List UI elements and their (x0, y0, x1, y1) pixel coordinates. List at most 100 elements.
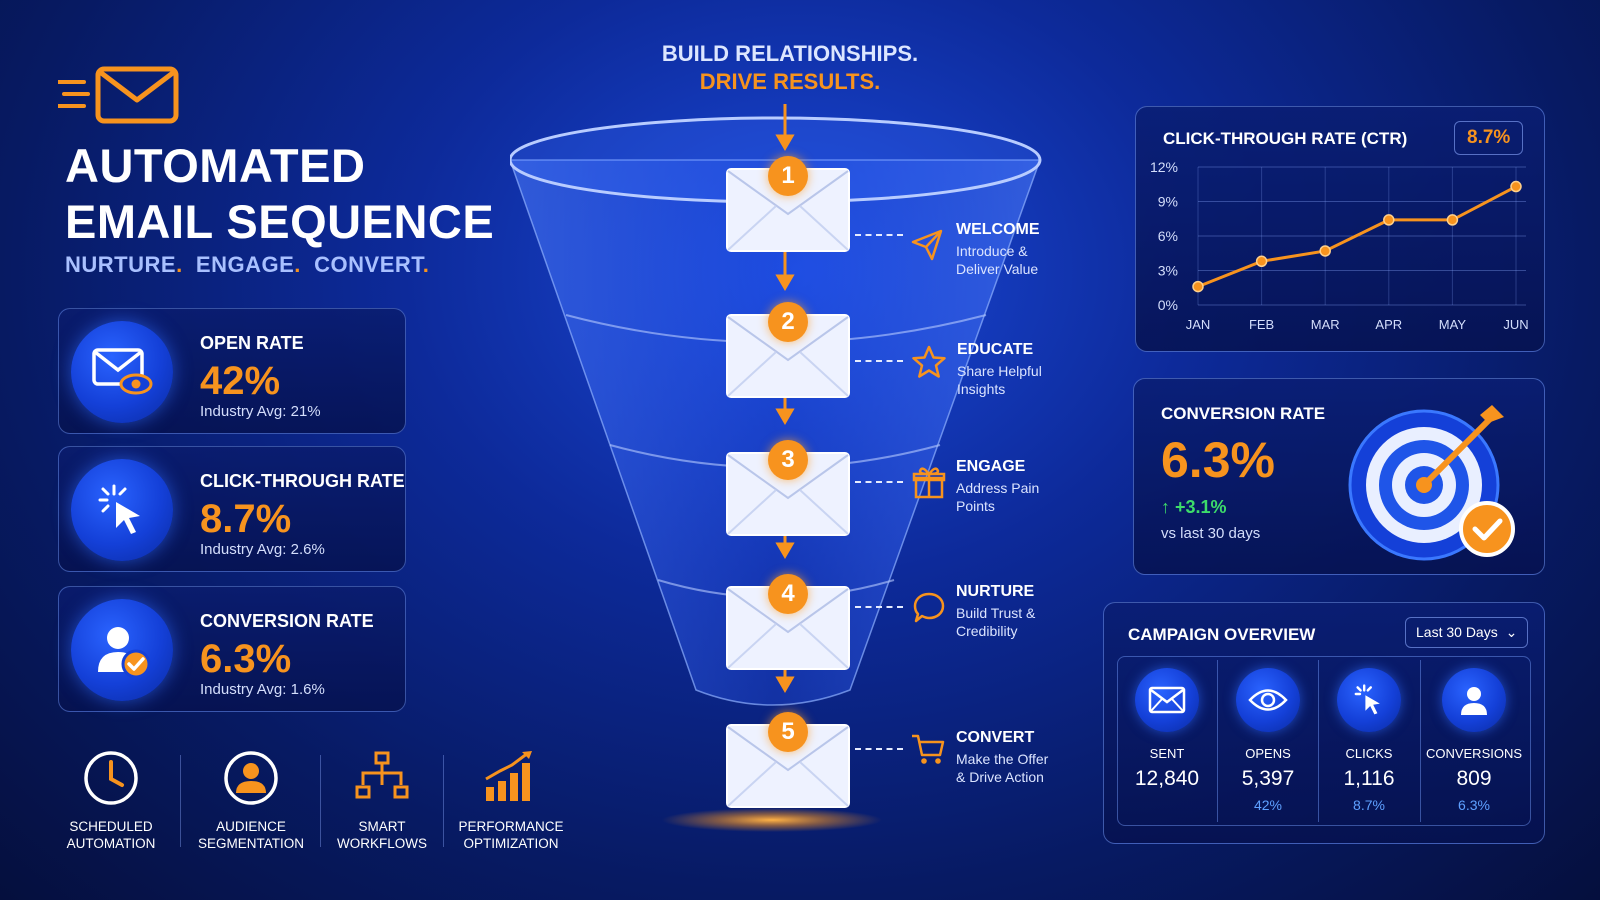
step-desc: Address Pain (956, 480, 1040, 496)
y-tick-label: 12% (1150, 159, 1178, 175)
cursor-click-icon (71, 459, 173, 561)
x-tick-label: MAY (1439, 317, 1467, 332)
user-icon (221, 748, 281, 808)
step-title: EDUCATE (957, 341, 1034, 358)
conversion-rate-panel: CONVERSION RATE 6.3% ↑ +3.1% vs last 30 … (1133, 378, 1545, 575)
metric-sub: Industry Avg: 2.6% (200, 541, 325, 558)
feature-label: OPTIMIZATION (463, 836, 559, 851)
step-desc: & Drive Action (956, 769, 1044, 785)
dropdown-value: Last 30 Days (1416, 624, 1498, 640)
stat-percent: 8.7% (1353, 797, 1385, 813)
y-tick-label: 6% (1158, 228, 1178, 244)
feature-label: AUTOMATION (66, 836, 156, 851)
headline-line-2: DRIVE RESULTS. (699, 69, 881, 94)
y-tick-label: 0% (1158, 297, 1178, 313)
feature-label: PERFORMANCE (458, 819, 564, 834)
feature-label: AUDIENCE (216, 819, 286, 834)
step-label-welcome: WELCOME Introduce & Deliver Value (956, 221, 1096, 278)
user-icon (1442, 668, 1506, 732)
step-desc: Introduce & (956, 243, 1028, 259)
date-range-dropdown[interactable]: Last 30 Days ⌄ (1405, 617, 1529, 648)
stat-label: OPENS (1245, 746, 1291, 761)
conversion-value: 6.3% (1161, 432, 1275, 488)
stat-clicks: CLICKS 1,116 8.7% (1319, 668, 1419, 813)
step-title: CONVERT (956, 729, 1035, 746)
envelope-icon (726, 314, 850, 398)
funnel-step-3: 3 (726, 440, 850, 536)
step-desc: Points (956, 498, 995, 514)
connector-dash (855, 748, 903, 750)
step-number-badge: 3 (768, 440, 808, 480)
stat-percent: 42% (1253, 797, 1283, 813)
step-desc: Credibility (956, 623, 1018, 639)
funnel-step-2: 2 (726, 302, 850, 398)
step-number-badge: 4 (768, 574, 808, 614)
metric-value: 8.7% (200, 497, 292, 541)
metric-sub: Industry Avg: 21% (200, 403, 321, 420)
data-point (1192, 280, 1204, 293)
stat-label: CONVERSIONS (1425, 746, 1523, 761)
step-title: NURTURE (956, 583, 1035, 600)
x-tick-label: JUN (1503, 317, 1528, 332)
stat-percent: 6.3% (1458, 797, 1490, 813)
metric-card-ctr: CLICK-THROUGH RATE 8.7% Industry Avg: 2.… (58, 446, 406, 572)
funnel-step-1: 1 (726, 156, 850, 252)
stat-value: 12,840 (1134, 767, 1200, 790)
step-label-nurture: NURTURE Build Trust & Credibility (956, 583, 1096, 640)
y-tick-label: 3% (1158, 263, 1178, 279)
feature-audience-segmentation: AUDIENCE SEGMENTATION (191, 748, 311, 852)
tagline-word: ENGAGE (195, 252, 295, 277)
user-check-icon (71, 599, 173, 701)
funnel-headline: BUILD RELATIONSHIPS. DRIVE RESULTS. (600, 40, 980, 96)
stat-value: 1,116 (1343, 767, 1395, 790)
divider (1318, 660, 1319, 822)
step-title: ENGAGE (956, 458, 1026, 475)
stat-value: 5,397 (1241, 767, 1295, 790)
conversion-title: CONVERSION RATE (1161, 404, 1326, 423)
divider (180, 755, 181, 847)
envelope-icon (726, 168, 850, 252)
x-tick-label: MAR (1311, 317, 1340, 332)
funnel-step-4: 4 (726, 574, 850, 670)
step-title: WELCOME (956, 221, 1040, 238)
metric-label: CLICK-THROUGH RATE (200, 471, 405, 491)
envelope-eye-icon (71, 321, 173, 423)
funnel-graphic (510, 116, 1042, 832)
envelope-icon (1135, 668, 1199, 732)
stat-label: SENT (1149, 746, 1185, 761)
stat-sent: SENT 12,840 (1117, 668, 1217, 797)
star-icon (912, 345, 946, 378)
tagline-word: NURTURE (65, 252, 177, 277)
step-number-badge: 1 (768, 156, 808, 196)
metric-card-conversion: CONVERSION RATE 6.3% Industry Avg: 1.6% (58, 586, 406, 712)
funnel-step-5: 5 (726, 712, 850, 808)
stats-container (1117, 656, 1531, 826)
x-tick-label: FEB (1249, 317, 1274, 332)
metric-label: OPEN RATE (200, 333, 304, 353)
chat-bubble-icon (913, 592, 945, 623)
y-tick-label: 9% (1158, 194, 1178, 210)
step-number-badge: 5 (768, 712, 808, 752)
workflow-icon (352, 748, 412, 808)
step-desc: Make the Offer (956, 751, 1049, 767)
gift-icon (912, 467, 946, 499)
clock-icon (81, 748, 141, 808)
paper-plane-icon (911, 229, 943, 261)
conversion-period: vs last 30 days (1161, 525, 1261, 542)
feature-label: SCHEDULED (69, 819, 153, 834)
data-point (1510, 180, 1522, 193)
divider (1420, 660, 1421, 822)
step-desc: Build Trust & (956, 605, 1036, 621)
arrow-up-icon: ↑ (1161, 497, 1170, 517)
metric-card-open-rate: OPEN RATE 42% Industry Avg: 21% (58, 308, 406, 434)
step-number-badge: 2 (768, 302, 808, 342)
metric-sub: Industry Avg: 1.6% (200, 681, 325, 698)
shopping-cart-icon (912, 734, 945, 764)
stat-label: CLICKS (1345, 746, 1393, 761)
step-label-engage: ENGAGE Address Pain Points (956, 458, 1096, 515)
feature-label: SMART (358, 819, 406, 834)
divider (1217, 660, 1218, 822)
headline-line-1: BUILD RELATIONSHIPS. (661, 41, 919, 66)
conversion-change: ↑ +3.1% (1161, 497, 1227, 518)
